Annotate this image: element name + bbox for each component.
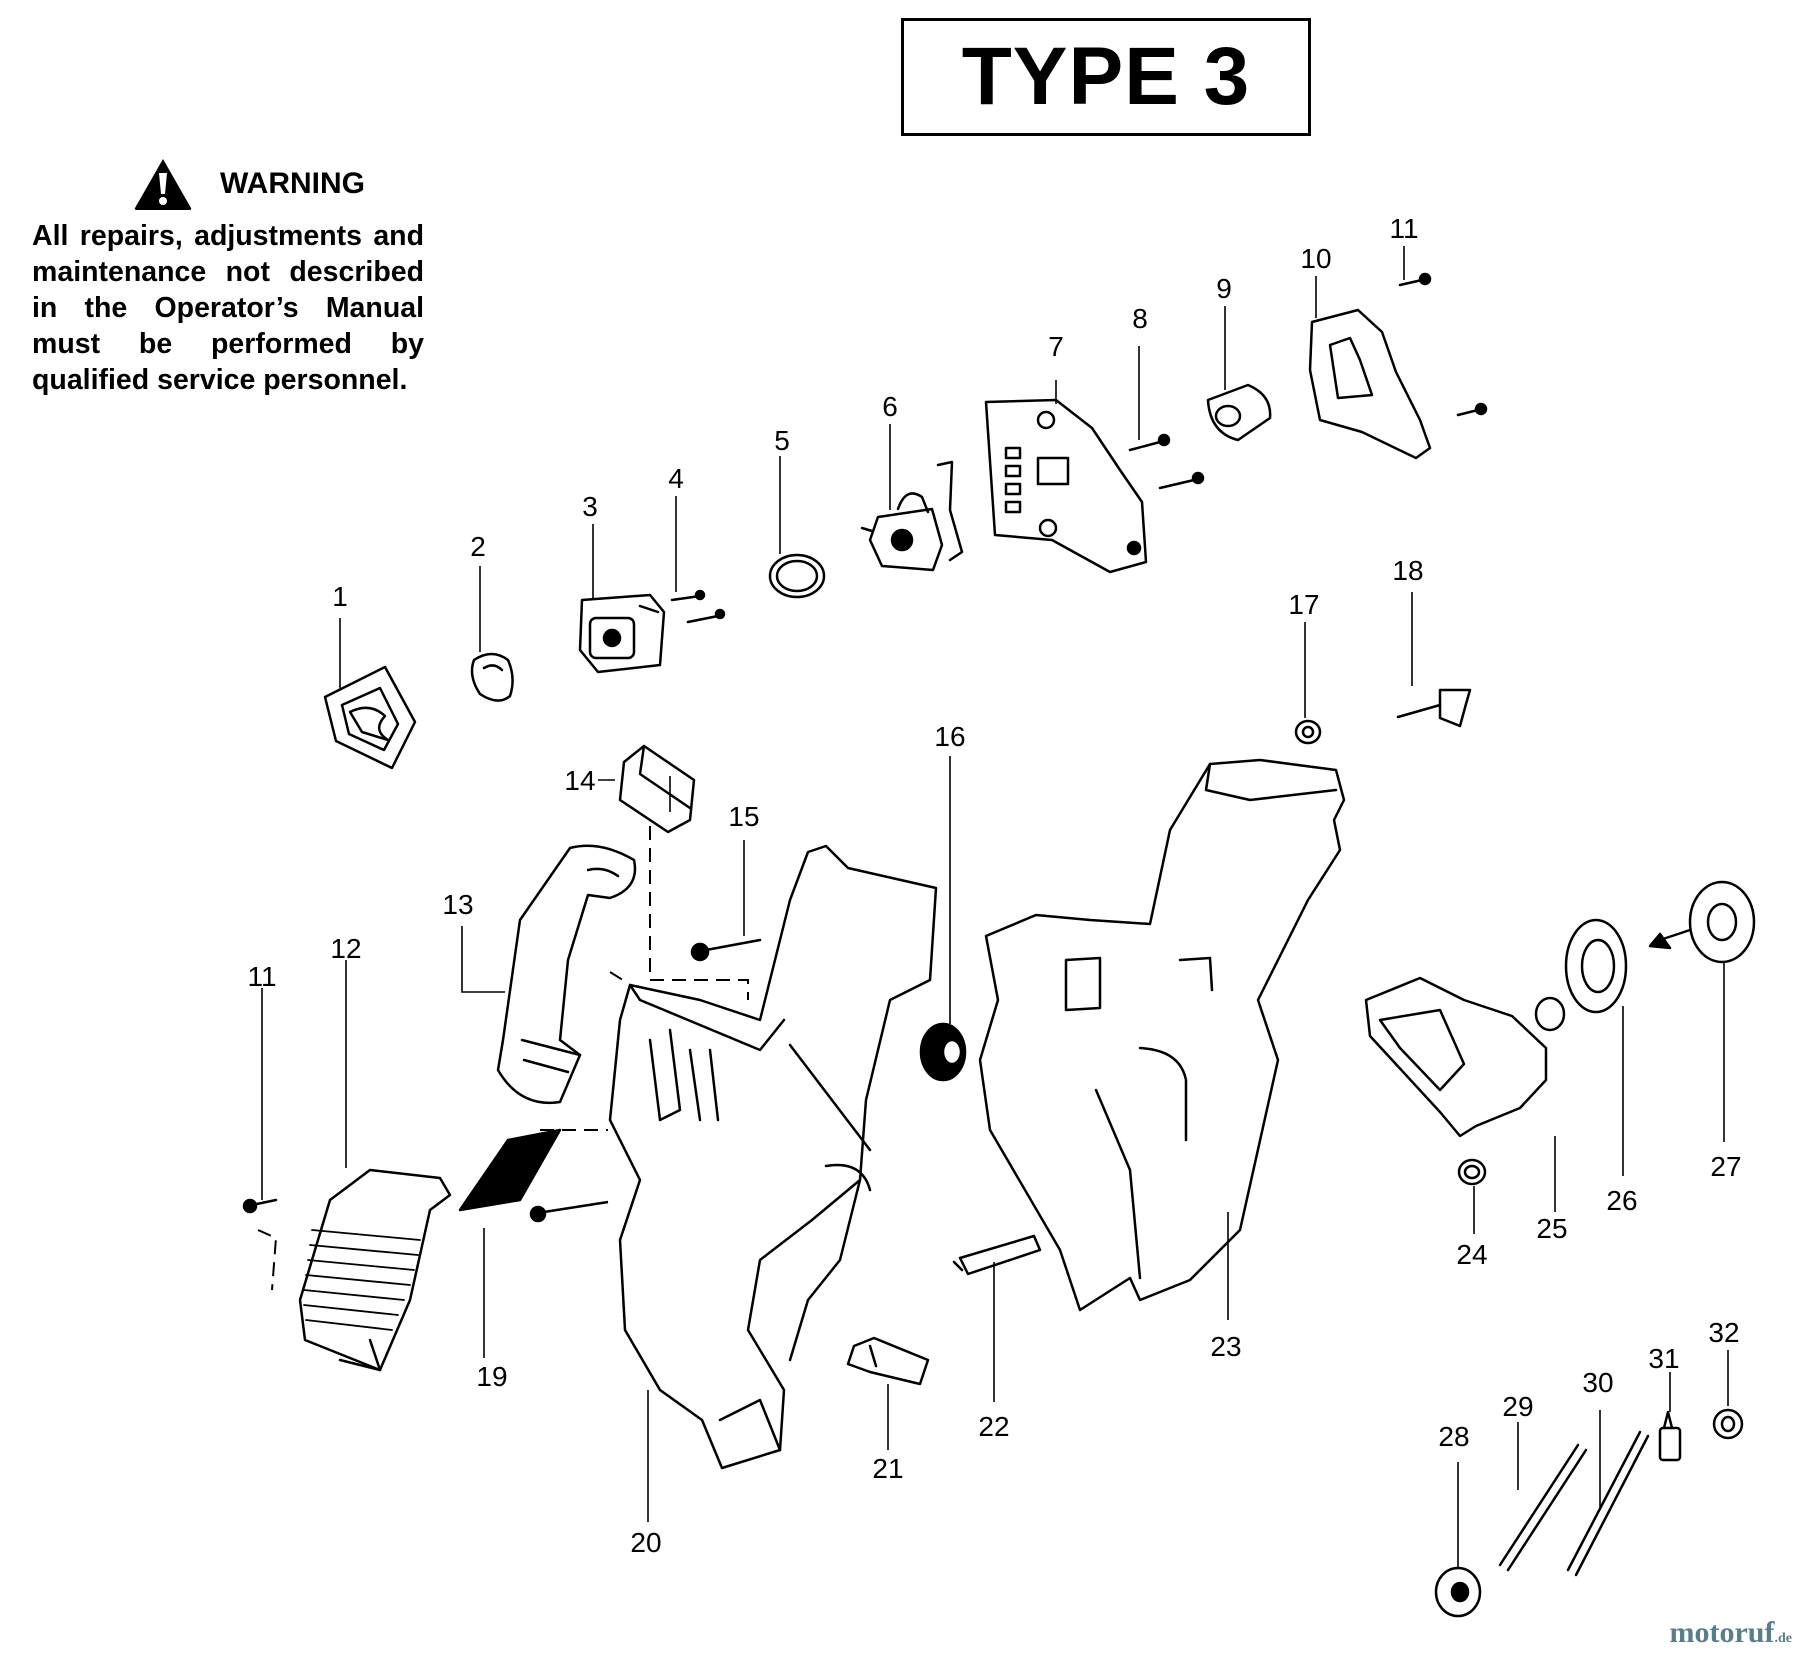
warning-heading-text: WARNING [220, 167, 365, 200]
callout-21: 21 [872, 1453, 903, 1484]
callout-1: 1 [332, 581, 348, 612]
callout-2: 2 [470, 531, 486, 562]
callout-6: 6 [882, 391, 898, 422]
callout-10: 10 [1300, 243, 1331, 274]
warning-triangle-icon [134, 159, 192, 210]
part-4-screws [670, 589, 726, 624]
part-19-decal [458, 1128, 562, 1212]
callout-3: 3 [582, 491, 598, 522]
callout-18: 18 [1392, 555, 1423, 586]
dashed-guides [257, 826, 749, 1291]
part-30-fuel-line [1566, 1430, 1650, 1577]
callout-7: 7 [1048, 331, 1064, 362]
callout-14: 14 [564, 765, 595, 796]
watermark: motoruf.de [1670, 1616, 1792, 1650]
callout-29: 29 [1502, 1391, 1533, 1422]
warning-block: WARNING All repairs, adjustments and mai… [32, 156, 424, 398]
callout-17: 17 [1288, 589, 1319, 620]
callout-12: 12 [330, 933, 361, 964]
callout-24: 24 [1456, 1239, 1487, 1270]
part-5-ring [768, 553, 826, 599]
warning-text: All repairs, adjustments and maintenance… [32, 220, 424, 396]
part-2-gasket [470, 652, 514, 702]
callout-30: 30 [1582, 1367, 1613, 1398]
part-11-top-screws [1398, 272, 1488, 417]
part-21-clip [846, 1336, 930, 1386]
part-25-fuel-tank [1364, 976, 1566, 1138]
part-20-blower-housing [608, 844, 938, 1470]
part-18-knob-screw [1396, 688, 1472, 728]
part-24-grommet [1457, 1158, 1487, 1186]
part-13-handle [496, 844, 637, 1105]
callout-19: 19 [476, 1361, 507, 1392]
callout-27: 27 [1710, 1151, 1741, 1182]
callout-26: 26 [1606, 1185, 1637, 1216]
callout-11-top: 11 [1389, 213, 1418, 244]
callout-20: 20 [630, 1527, 661, 1558]
callout-16: 16 [934, 721, 965, 752]
callout-5: 5 [774, 425, 790, 456]
callout-32: 32 [1708, 1317, 1739, 1348]
part-32-bushing [1712, 1408, 1744, 1440]
callout-23: 23 [1210, 1331, 1241, 1362]
callout-4: 4 [668, 463, 684, 494]
title-box: TYPE 3 [901, 18, 1311, 136]
part-10-cover-plate [1308, 308, 1432, 460]
part-17-nut [1294, 719, 1322, 745]
part-9-spacer [1206, 383, 1272, 442]
callout-31: 31 [1648, 1343, 1679, 1374]
leader-lines [261, 246, 1729, 1568]
callout-11-left: 11 [247, 961, 276, 992]
part-11-left-screw [242, 1198, 278, 1214]
callout-labels: 1 2 3 4 5 6 7 8 9 10 11 11 12 13 14 15 1… [247, 213, 1741, 1558]
callout-13: 13 [442, 889, 473, 920]
part-26-ring [1564, 918, 1628, 1014]
page-title: TYPE 3 [961, 31, 1251, 122]
watermark-suffix: .de [1774, 1631, 1793, 1646]
part-28-washer [1434, 1566, 1482, 1618]
part-8-screws [1128, 433, 1205, 490]
callout-22: 22 [978, 1411, 1009, 1442]
part-31-fuel-filter [1658, 1410, 1682, 1462]
part-27-cap [1648, 880, 1756, 964]
callout-15: 15 [728, 801, 759, 832]
callout-8: 8 [1132, 303, 1148, 334]
part-3-filter-housing [578, 593, 666, 674]
watermark-name: motoruf [1669, 1616, 1775, 1649]
part-7-housing [984, 398, 1148, 574]
part-15-screw [690, 938, 762, 962]
part-22-pin [952, 1234, 1042, 1276]
part-14-foam-pad [618, 744, 696, 834]
warning-heading: WARNING [32, 156, 424, 212]
part-12-muffler-guard [298, 1168, 452, 1372]
screws-lower [529, 1200, 609, 1223]
callout-9: 9 [1216, 273, 1232, 304]
part-29-fuel-line [1498, 1443, 1588, 1572]
callout-28: 28 [1438, 1421, 1469, 1452]
part-23-right-housing [978, 758, 1346, 1312]
part-1-filter-frame [323, 665, 417, 770]
callout-25: 25 [1536, 1213, 1567, 1244]
part-6-carburetor [860, 460, 964, 572]
part-16-impeller [919, 1022, 967, 1082]
